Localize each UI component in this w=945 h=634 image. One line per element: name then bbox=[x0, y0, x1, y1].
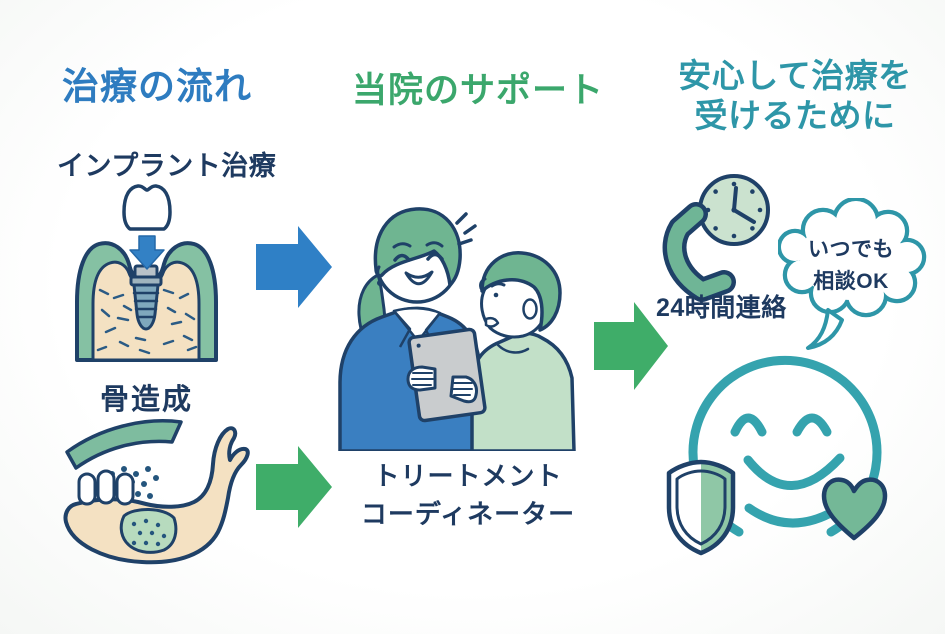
shield-icon bbox=[666, 459, 736, 556]
graft-site-icon bbox=[119, 508, 178, 554]
bubble-text-line1: いつでも bbox=[808, 238, 894, 261]
flow-heading: 治療の流れ bbox=[62, 66, 252, 107]
gum-bone-icon bbox=[75, 241, 218, 362]
jawbone-icon bbox=[63, 426, 250, 565]
arrow-implant-to-support-icon bbox=[256, 226, 332, 308]
bubble-text: いつでも 相談OK bbox=[778, 234, 924, 297]
bone-graft-label: 骨造成 bbox=[100, 384, 194, 416]
arrow-bone-to-support-icon bbox=[256, 446, 332, 528]
teeth-icon bbox=[77, 469, 135, 506]
assurance-heading: 安心して治療を 受けるために bbox=[650, 56, 940, 137]
clock-icon bbox=[698, 174, 770, 246]
coordinator-caption: トリートメント コーディネーター bbox=[338, 458, 598, 533]
coordinator-illustration bbox=[338, 207, 576, 451]
hand bbox=[449, 375, 478, 404]
down-arrow-icon bbox=[129, 235, 165, 270]
bubble-text-line2: 相談OK bbox=[813, 269, 889, 293]
support-heading: 当院のサポート bbox=[352, 71, 605, 110]
assurance-heading-line2: 受けるために bbox=[694, 97, 896, 135]
speech-bubble-icon bbox=[778, 198, 927, 350]
tooth-crown-icon bbox=[122, 184, 172, 231]
phone-clock-illustration bbox=[662, 174, 770, 302]
sparkle-icon bbox=[455, 212, 477, 246]
speech-bubble: いつでも 相談OK bbox=[778, 198, 928, 358]
contact-label: 24時間連絡 bbox=[656, 294, 787, 322]
implant-label: インプラント治療 bbox=[57, 151, 277, 181]
membrane-strip-icon bbox=[65, 419, 183, 470]
arrow-support-to-assurance-icon bbox=[594, 302, 668, 390]
bone-graft-illustration bbox=[63, 419, 250, 565]
implant-screw-icon bbox=[129, 264, 163, 331]
coordinator-caption-line1: トリートメント bbox=[373, 461, 563, 491]
assurance-heading-line1: 安心して治療を bbox=[678, 57, 912, 94]
phone-icon bbox=[662, 202, 736, 302]
coordinator-caption-line2: コーディネーター bbox=[360, 498, 576, 529]
heart-icon bbox=[821, 477, 888, 541]
implant-illustration bbox=[75, 184, 218, 362]
hand bbox=[406, 365, 437, 392]
reassurance-illustration bbox=[666, 355, 888, 556]
patient-person bbox=[470, 251, 576, 451]
